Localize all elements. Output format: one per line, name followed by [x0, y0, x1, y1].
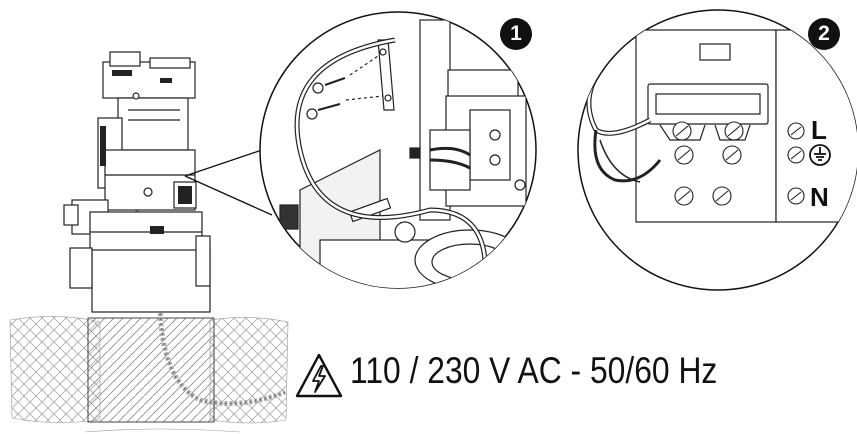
zoom-leader [184, 149, 273, 216]
terminal-label-line: L [811, 115, 827, 145]
electric-hazard-icon [295, 353, 343, 398]
callout-badge-1: 1 [500, 18, 532, 50]
detail-circle-2 [577, 9, 857, 291]
gate-motor-unit [63, 51, 211, 313]
concrete-foundation [87, 317, 215, 423]
motor-dark-details [100, 70, 192, 234]
callout-badge-2: 2 [808, 18, 840, 50]
ground [9, 316, 289, 433]
detail-circle-1 [259, 11, 537, 289]
power-spec-label: 110 / 230 V AC - 50/60 Hz [350, 350, 718, 391]
earth-ground-icon [809, 144, 831, 166]
terminal-label-neutral: N [810, 182, 829, 212]
